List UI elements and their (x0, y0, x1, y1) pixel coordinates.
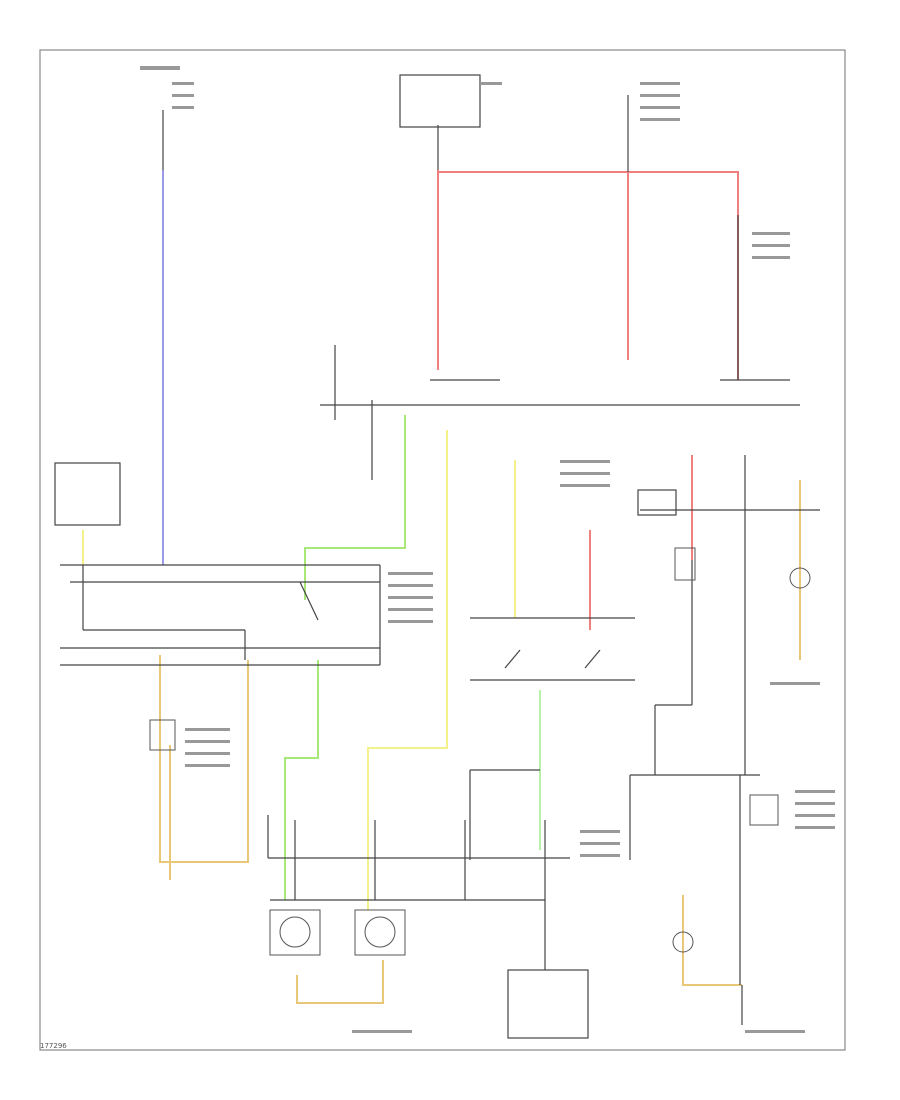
wire-green-lower (284, 660, 319, 900)
label-marks (140, 66, 835, 1033)
diagram-frame (39, 49, 846, 1051)
wire-tan-left (159, 655, 249, 863)
wire-yellow-a (367, 430, 448, 910)
lamp-left-front (279, 916, 311, 948)
lamp-right-upper (789, 567, 811, 589)
wire-green-upper (304, 415, 406, 600)
wire-tan-right (682, 895, 742, 986)
components (149, 547, 811, 956)
lamp-right-front (364, 916, 396, 948)
diagram-code: 177296 (40, 1042, 67, 1050)
wire-tan-bottom (296, 960, 384, 1004)
wire-red-bus (438, 171, 739, 380)
lamp-right-side (672, 931, 694, 953)
black-wires (54, 74, 820, 1039)
